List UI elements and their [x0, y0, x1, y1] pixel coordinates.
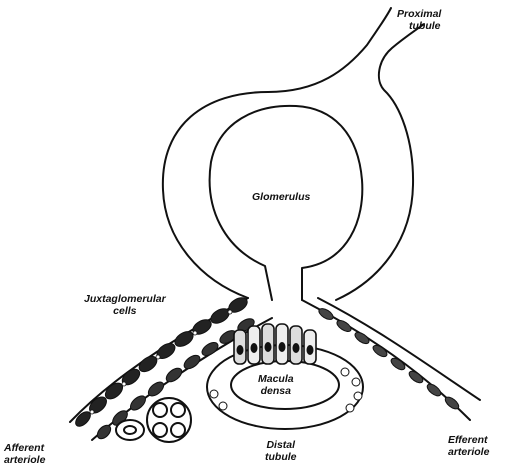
glomerulus-label: Glomerulus: [252, 191, 310, 203]
distal-tubule-label-line-1: Distal: [265, 439, 297, 451]
proximal-tubule-outer-wall: [336, 24, 424, 300]
juxtaglomerular-cells-label-line-2: cells: [84, 305, 166, 317]
afferent-arteriole-label: Afferent arteriole: [4, 442, 45, 466]
macula-densa-label: Macula densa: [258, 373, 294, 397]
macula-densa-label-line-1: Macula: [258, 373, 294, 385]
afferent-arteriole-label-line-2: arteriole: [4, 454, 45, 466]
macula-densa-label-line-2: densa: [258, 385, 294, 397]
proximal-tubule-label: Proximal tubule: [397, 8, 441, 32]
efferent-arteriole-label-line-2: arteriole: [448, 446, 489, 458]
juxtaglomerular-cells-label: Juxtaglomerular cells: [84, 293, 166, 317]
proximal-tubule-label-line-2: tubule: [397, 20, 441, 32]
blood-cell-cluster: [116, 398, 191, 442]
distal-tubule-label-line-2: tubule: [265, 451, 297, 463]
afferent-arteriole-label-line-1: Afferent: [4, 442, 45, 454]
efferent-arteriole-outer-wall: [318, 298, 480, 400]
glomerulus-label-text: Glomerulus: [252, 191, 310, 203]
efferent-arteriole-label: Efferent arteriole: [448, 434, 489, 458]
proximal-tubule-label-line-1: Proximal: [397, 8, 441, 20]
efferent-arteriole-label-line-1: Efferent: [448, 434, 489, 446]
juxtaglomerular-cells-label-line-1: Juxtaglomerular: [84, 293, 166, 305]
efferent-arteriole-cells: [317, 306, 461, 411]
distal-tubule-label: Distal tubule: [265, 439, 297, 463]
